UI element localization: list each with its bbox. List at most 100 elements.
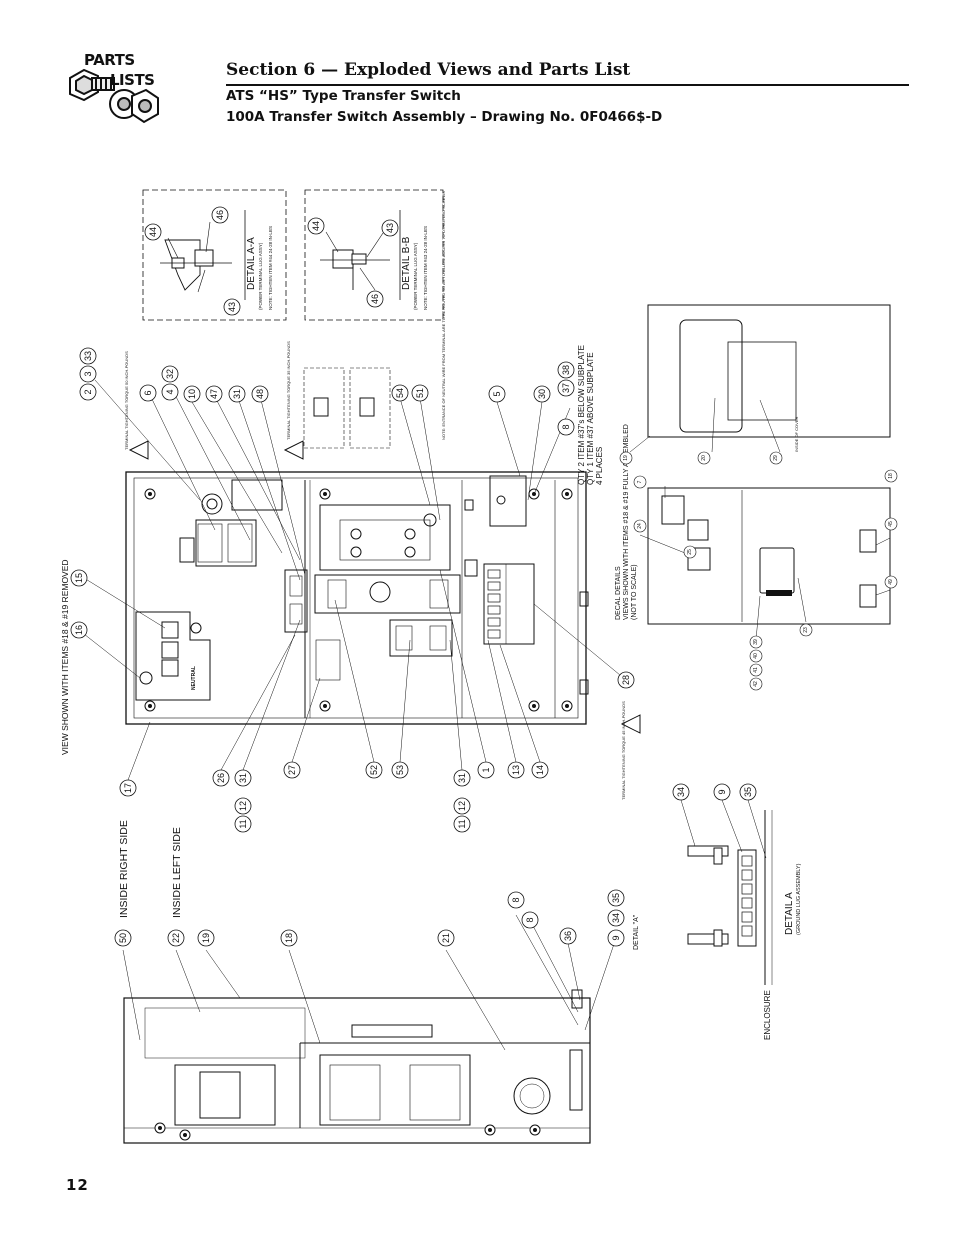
callout-44-bb: 44 xyxy=(307,217,325,235)
svg-text:1: 1 xyxy=(481,767,491,772)
svg-text:28: 28 xyxy=(621,675,631,685)
detail-bb-note: NOTE: TIGHTEN ITEM #43 24-28 IN-LBS xyxy=(423,226,428,310)
svg-text:20: 20 xyxy=(701,455,707,461)
svg-text:11: 11 xyxy=(457,819,467,828)
svg-text:34: 34 xyxy=(611,913,621,923)
neutral-label: NEUTRAL xyxy=(191,666,197,690)
callout-47: 47 xyxy=(205,385,223,403)
callout-50: 50 xyxy=(114,929,132,947)
svg-text:23: 23 xyxy=(803,627,809,633)
callout-2: 2 xyxy=(79,383,97,401)
torque-note-b: TERMINAL TIGHTENING TORQUE 35 INCH-POUND… xyxy=(286,341,291,440)
callout-40: 40 xyxy=(749,649,763,663)
callout-26: 26 xyxy=(212,769,230,787)
svg-text:51: 51 xyxy=(415,388,425,398)
callout-49: 49 xyxy=(884,575,898,589)
svg-text:46: 46 xyxy=(215,210,225,220)
detail-aa-note: NOTE: TIGHTEN ITEM #44 24-28 IN-LBS xyxy=(268,226,273,310)
svg-text:10: 10 xyxy=(187,389,197,399)
svg-text:40: 40 xyxy=(753,653,759,659)
svg-text:9: 9 xyxy=(717,789,727,794)
callout-32: 32 xyxy=(161,365,179,383)
inside-cover-label: INSIDE OF COVER xyxy=(794,417,799,452)
callout-53: 53 xyxy=(391,761,409,779)
svg-text:52: 52 xyxy=(369,765,379,775)
decal-details-line1: DECAL DETAILS xyxy=(615,566,622,620)
section-title: Section 6 — Exploded Views and Parts Lis… xyxy=(226,60,631,80)
decal-details-line3: (NOT TO SCALE) xyxy=(631,564,638,620)
callout-25: 25 xyxy=(683,545,697,559)
callout-5: 5 xyxy=(488,385,506,403)
svg-text:25: 25 xyxy=(687,549,693,555)
callout-30: 30 xyxy=(533,385,551,403)
svg-text:32: 32 xyxy=(165,369,175,379)
svg-text:31: 31 xyxy=(232,389,242,399)
svg-text:3: 3 xyxy=(83,371,93,376)
svg-text:39: 39 xyxy=(753,639,759,645)
svg-text:8: 8 xyxy=(511,897,521,902)
callout-14: 14 xyxy=(531,761,549,779)
svg-text:12: 12 xyxy=(457,801,467,811)
svg-text:19: 19 xyxy=(201,933,211,943)
svg-text:26: 26 xyxy=(216,773,226,783)
svg-text:45: 45 xyxy=(888,521,894,527)
svg-text:31: 31 xyxy=(457,773,467,783)
callout-7: 7 xyxy=(633,475,647,489)
detail-aa-title: DETAIL A-A xyxy=(246,237,257,290)
svg-text:47: 47 xyxy=(209,389,219,399)
callout-34-side: 34 xyxy=(607,909,625,927)
callout-27: 27 xyxy=(283,761,301,779)
drawing-title: 100A Transfer Switch Assembly – Drawing … xyxy=(226,109,663,125)
svg-text:9: 9 xyxy=(611,935,621,940)
svg-text:31: 31 xyxy=(238,773,248,783)
svg-text:30: 30 xyxy=(537,389,547,399)
view-shown-note: VIEW SHOWN WITH ITEMS #18 & #19 REMOVED xyxy=(60,559,70,755)
callout-12-left: 12 xyxy=(234,797,252,815)
callout-38: 38 xyxy=(557,361,575,379)
svg-text:8: 8 xyxy=(561,424,571,429)
svg-text:33: 33 xyxy=(83,351,93,361)
callout-16: 16 xyxy=(70,621,88,639)
callout-13: 13 xyxy=(507,761,525,779)
callout-31-top: 31 xyxy=(228,385,246,403)
svg-text:19: 19 xyxy=(623,455,629,461)
svg-text:38: 38 xyxy=(561,365,571,375)
detail-a-ground-lug: DETAIL A (GROUND LUG ASSEMBLY) ENCLOSURE xyxy=(680,799,802,1040)
svg-text:12: 12 xyxy=(238,801,248,811)
svg-text:44: 44 xyxy=(148,227,158,237)
callout-41: 41 xyxy=(749,663,763,677)
svg-text:43: 43 xyxy=(385,223,395,233)
inside-left-side-label: INSIDE LEFT SIDE xyxy=(171,827,183,918)
svg-text:22: 22 xyxy=(171,933,181,943)
callout-54: 54 xyxy=(391,384,409,402)
callout-31-right: 31 xyxy=(453,769,471,787)
svg-text:4: 4 xyxy=(165,389,175,394)
svg-text:34: 34 xyxy=(676,787,686,797)
detail-aa-box: DETAIL A-A (POWER TERMINAL LUG ASSY) NOT… xyxy=(142,189,287,321)
callout-51: 51 xyxy=(411,384,429,402)
document-subtitle: ATS “HS” Type Transfer Switch xyxy=(226,88,461,104)
callout-33: 33 xyxy=(79,347,97,365)
callout-35-detail: 35 xyxy=(739,783,757,801)
enclosure-side-view xyxy=(122,914,617,1144)
svg-text:21: 21 xyxy=(441,933,451,943)
callout-1: 1 xyxy=(477,761,495,779)
svg-text:35: 35 xyxy=(611,893,621,903)
callout-20: 20 xyxy=(697,451,711,465)
svg-text:13: 13 xyxy=(511,765,521,775)
svg-text:15: 15 xyxy=(74,573,84,583)
callout-18: 18 xyxy=(280,929,298,947)
callout-43-aa: 43 xyxy=(223,298,241,316)
detail-a-subtitle: (GROUND LUG ASSEMBLY) xyxy=(796,863,802,935)
svg-text:54: 54 xyxy=(395,388,405,398)
page-number: 12 xyxy=(66,1176,89,1194)
svg-text:37: 37 xyxy=(561,383,571,393)
callout-23: 23 xyxy=(799,623,813,637)
callout-46-bb: 46 xyxy=(366,290,384,308)
svg-text:48: 48 xyxy=(255,389,265,399)
svg-text:29: 29 xyxy=(773,455,779,461)
callout-18-decal: 18 xyxy=(884,469,898,483)
torque-note-a: TERMINAL TIGHTENING TORQUE 50 INCH-POUND… xyxy=(124,351,129,450)
detail-bb-title: DETAIL B-B xyxy=(401,236,412,290)
